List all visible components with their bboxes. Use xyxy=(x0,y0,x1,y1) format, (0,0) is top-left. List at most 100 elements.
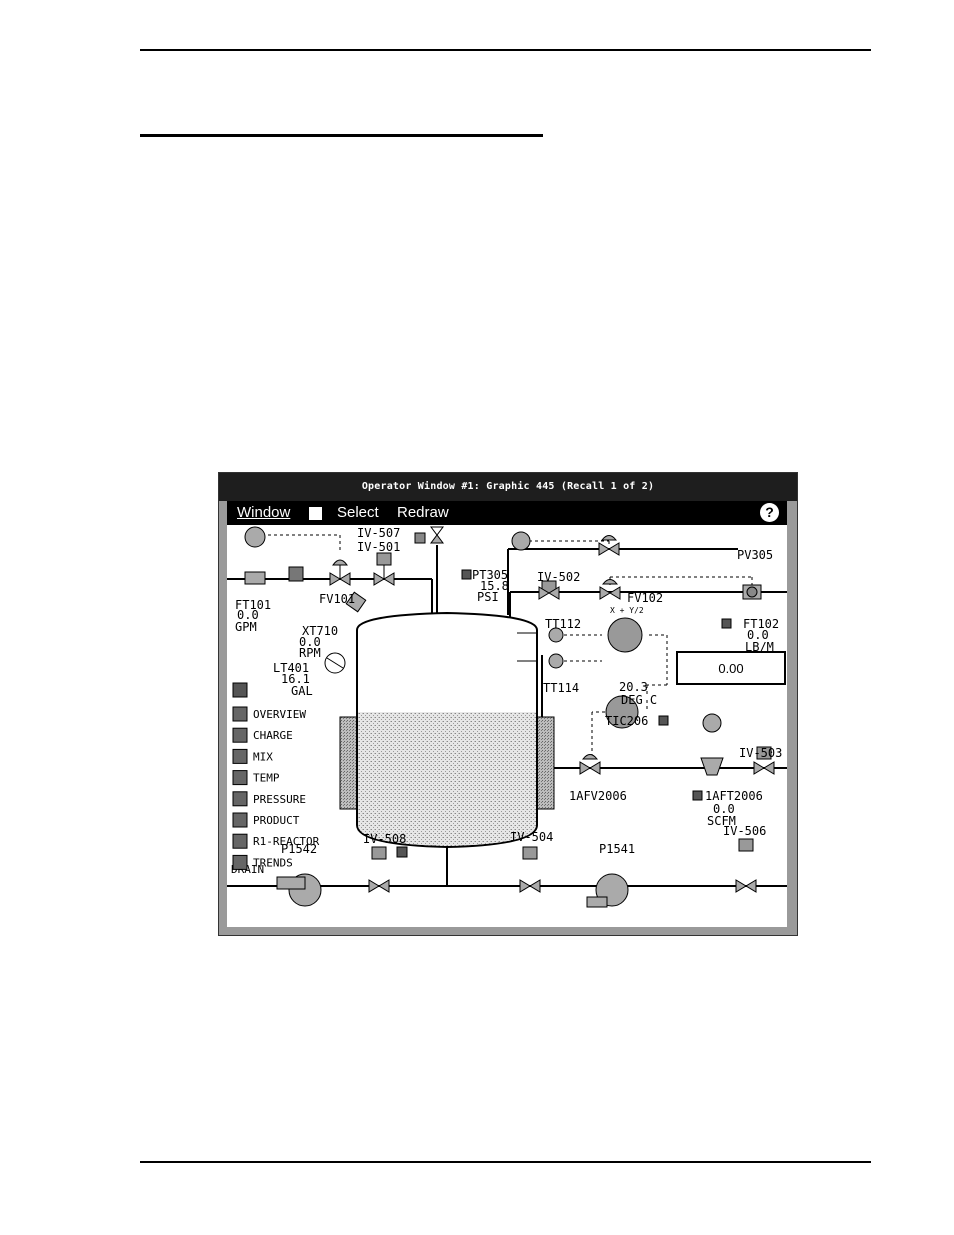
nav-button-icon[interactable] xyxy=(232,812,248,828)
pv305-label: PV305 xyxy=(737,548,773,562)
aft2006-status-icon[interactable] xyxy=(692,790,703,801)
ft101-label: FT101 xyxy=(235,598,271,612)
fv101-label: FV101 xyxy=(319,592,355,606)
menu-bar: Window Select Redraw ? xyxy=(227,501,787,525)
menu-redraw[interactable]: Redraw xyxy=(397,504,449,521)
nav-item-temp[interactable]: TEMP xyxy=(232,770,280,786)
nav-label: MIX xyxy=(253,750,273,763)
iv502-valve-icon[interactable] xyxy=(538,580,560,600)
menu-window[interactable]: Window xyxy=(237,504,291,521)
window-title: Operator Window #1: Graphic 445 (Recall … xyxy=(361,481,655,492)
fv102-valve-icon[interactable] xyxy=(599,579,621,600)
iv503-valve-icon[interactable] xyxy=(753,746,775,775)
display-value: 0.00 xyxy=(718,661,743,676)
aft2006-unit: SCFM xyxy=(707,814,736,828)
nav-label: PRESSURE xyxy=(253,793,306,806)
nav-label: OVERVIEW xyxy=(253,708,306,721)
ft102-status-icon[interactable] xyxy=(721,618,732,629)
nav-button-icon[interactable] xyxy=(232,791,248,807)
ft102-value: 0.0 xyxy=(747,628,769,642)
iv506-valve-icon[interactable] xyxy=(735,838,757,893)
nav-label: PRODUCT xyxy=(253,814,300,827)
ft102-meter-icon[interactable] xyxy=(742,584,762,600)
nav-item-product[interactable]: PRODUCT xyxy=(232,812,300,828)
pv305-valve-icon[interactable] xyxy=(598,535,620,556)
heading-rule xyxy=(140,134,543,137)
iv503-label: IV-503 xyxy=(739,746,782,760)
nav-label: R1-REACTOR xyxy=(253,835,320,848)
nav-button-icon[interactable] xyxy=(232,854,248,870)
iv507-valve-icon[interactable] xyxy=(430,526,444,544)
iv506-label: IV-506 xyxy=(723,824,766,838)
fv102-label: FV102 xyxy=(627,591,663,605)
pt305-label: PT305 xyxy=(472,568,508,582)
pt305-value: 15.8 xyxy=(480,579,509,593)
iv508-label: IV-508 xyxy=(363,832,406,846)
tic206-status-icon[interactable] xyxy=(658,715,669,726)
nav-item-r1-reactor[interactable]: R1-REACTOR xyxy=(232,833,320,849)
p1541-pump-icon[interactable] xyxy=(586,873,629,908)
calc-block-icon[interactable] xyxy=(607,617,643,653)
iv502-label: IV-502 xyxy=(537,570,580,584)
tt112-label: TT112 xyxy=(545,617,581,631)
nav-item-charge[interactable]: CHARGE xyxy=(232,727,293,743)
ft101-unit: GPM xyxy=(235,620,257,634)
nav-button-icon[interactable] xyxy=(232,770,248,786)
pt305-status-icon[interactable] xyxy=(461,569,472,580)
ft102-label: FT102 xyxy=(743,617,779,631)
nav-button-icon[interactable] xyxy=(232,727,248,743)
tic206-controller-icon[interactable] xyxy=(605,695,639,729)
xt710-label: XT710 xyxy=(302,624,338,638)
iv501-label: IV-501 xyxy=(357,540,400,554)
tic206-label: TIC206 xyxy=(605,714,648,728)
iv507-status-icon[interactable] xyxy=(414,532,426,544)
iv507-label: IV-507 xyxy=(357,526,400,540)
xt710-value: 0.0 xyxy=(299,635,321,649)
ft101-status-icon[interactable] xyxy=(288,566,304,582)
nav-button-icon[interactable] xyxy=(232,748,248,764)
fv101-valve-icon[interactable] xyxy=(329,559,351,586)
tt112-sensor-icon[interactable] xyxy=(548,627,564,643)
xt710-agitator-icon[interactable] xyxy=(345,591,367,613)
ft101-transmitter-icon[interactable] xyxy=(244,526,266,548)
p1542-pump-icon[interactable] xyxy=(276,873,322,907)
lt401-status-icon[interactable] xyxy=(232,682,248,698)
window-titlebar[interactable]: Operator Window #1: Graphic 445 (Recall … xyxy=(219,473,797,501)
iv501-valve-icon[interactable] xyxy=(373,552,395,586)
footer-rule xyxy=(140,1161,871,1163)
temp-value: 20.3 xyxy=(619,680,648,694)
nav-label: TEMP xyxy=(253,772,280,785)
nav-button-icon[interactable] xyxy=(232,833,248,849)
pt305-transmitter-icon[interactable] xyxy=(511,531,531,551)
nav-button-icon[interactable] xyxy=(232,706,248,722)
aft2006-flow-icon[interactable] xyxy=(700,757,724,776)
signal-lines xyxy=(262,534,753,757)
aft2006-transmitter-icon[interactable] xyxy=(702,713,722,733)
header-rule xyxy=(140,49,871,51)
ft101-value: 0.0 xyxy=(237,608,259,622)
nav-item-mix[interactable]: MIX xyxy=(232,748,273,764)
nav-item-overview[interactable]: OVERVIEW xyxy=(232,706,306,722)
iv504-label: IV-504 xyxy=(510,830,553,844)
afv2006-valve-icon[interactable] xyxy=(579,754,601,775)
menu-select[interactable]: Select xyxy=(337,504,379,521)
iv504-valve-icon[interactable] xyxy=(519,846,541,893)
lt401-unit: GAL xyxy=(291,684,313,698)
tt114-label: TT114 xyxy=(543,681,579,695)
tt114-sensor-icon[interactable] xyxy=(548,653,564,669)
iv508-valve-icon[interactable] xyxy=(368,846,408,893)
ft101-meter-icon[interactable] xyxy=(244,571,266,585)
help-icon[interactable]: ? xyxy=(760,503,779,522)
nav-label: TRENDS xyxy=(253,856,293,869)
nav-item-trends[interactable]: TRENDS xyxy=(232,854,293,870)
xt710-unit: RPM xyxy=(299,646,321,660)
nav-item-pressure[interactable]: PRESSURE xyxy=(232,791,306,807)
lt401-value: 16.1 xyxy=(281,672,310,686)
temp-unit: DEG C xyxy=(621,693,657,707)
process-graphic: IV-507 IV-501 PT305 15.8 PSI PV305 IV-50… xyxy=(227,525,787,927)
select-square-icon[interactable] xyxy=(309,507,322,520)
ft102-unit: LB/M xyxy=(745,640,774,654)
afv2006-label: 1AFV2006 xyxy=(569,789,627,803)
reactor-tank xyxy=(339,611,555,849)
output-display xyxy=(676,651,786,685)
